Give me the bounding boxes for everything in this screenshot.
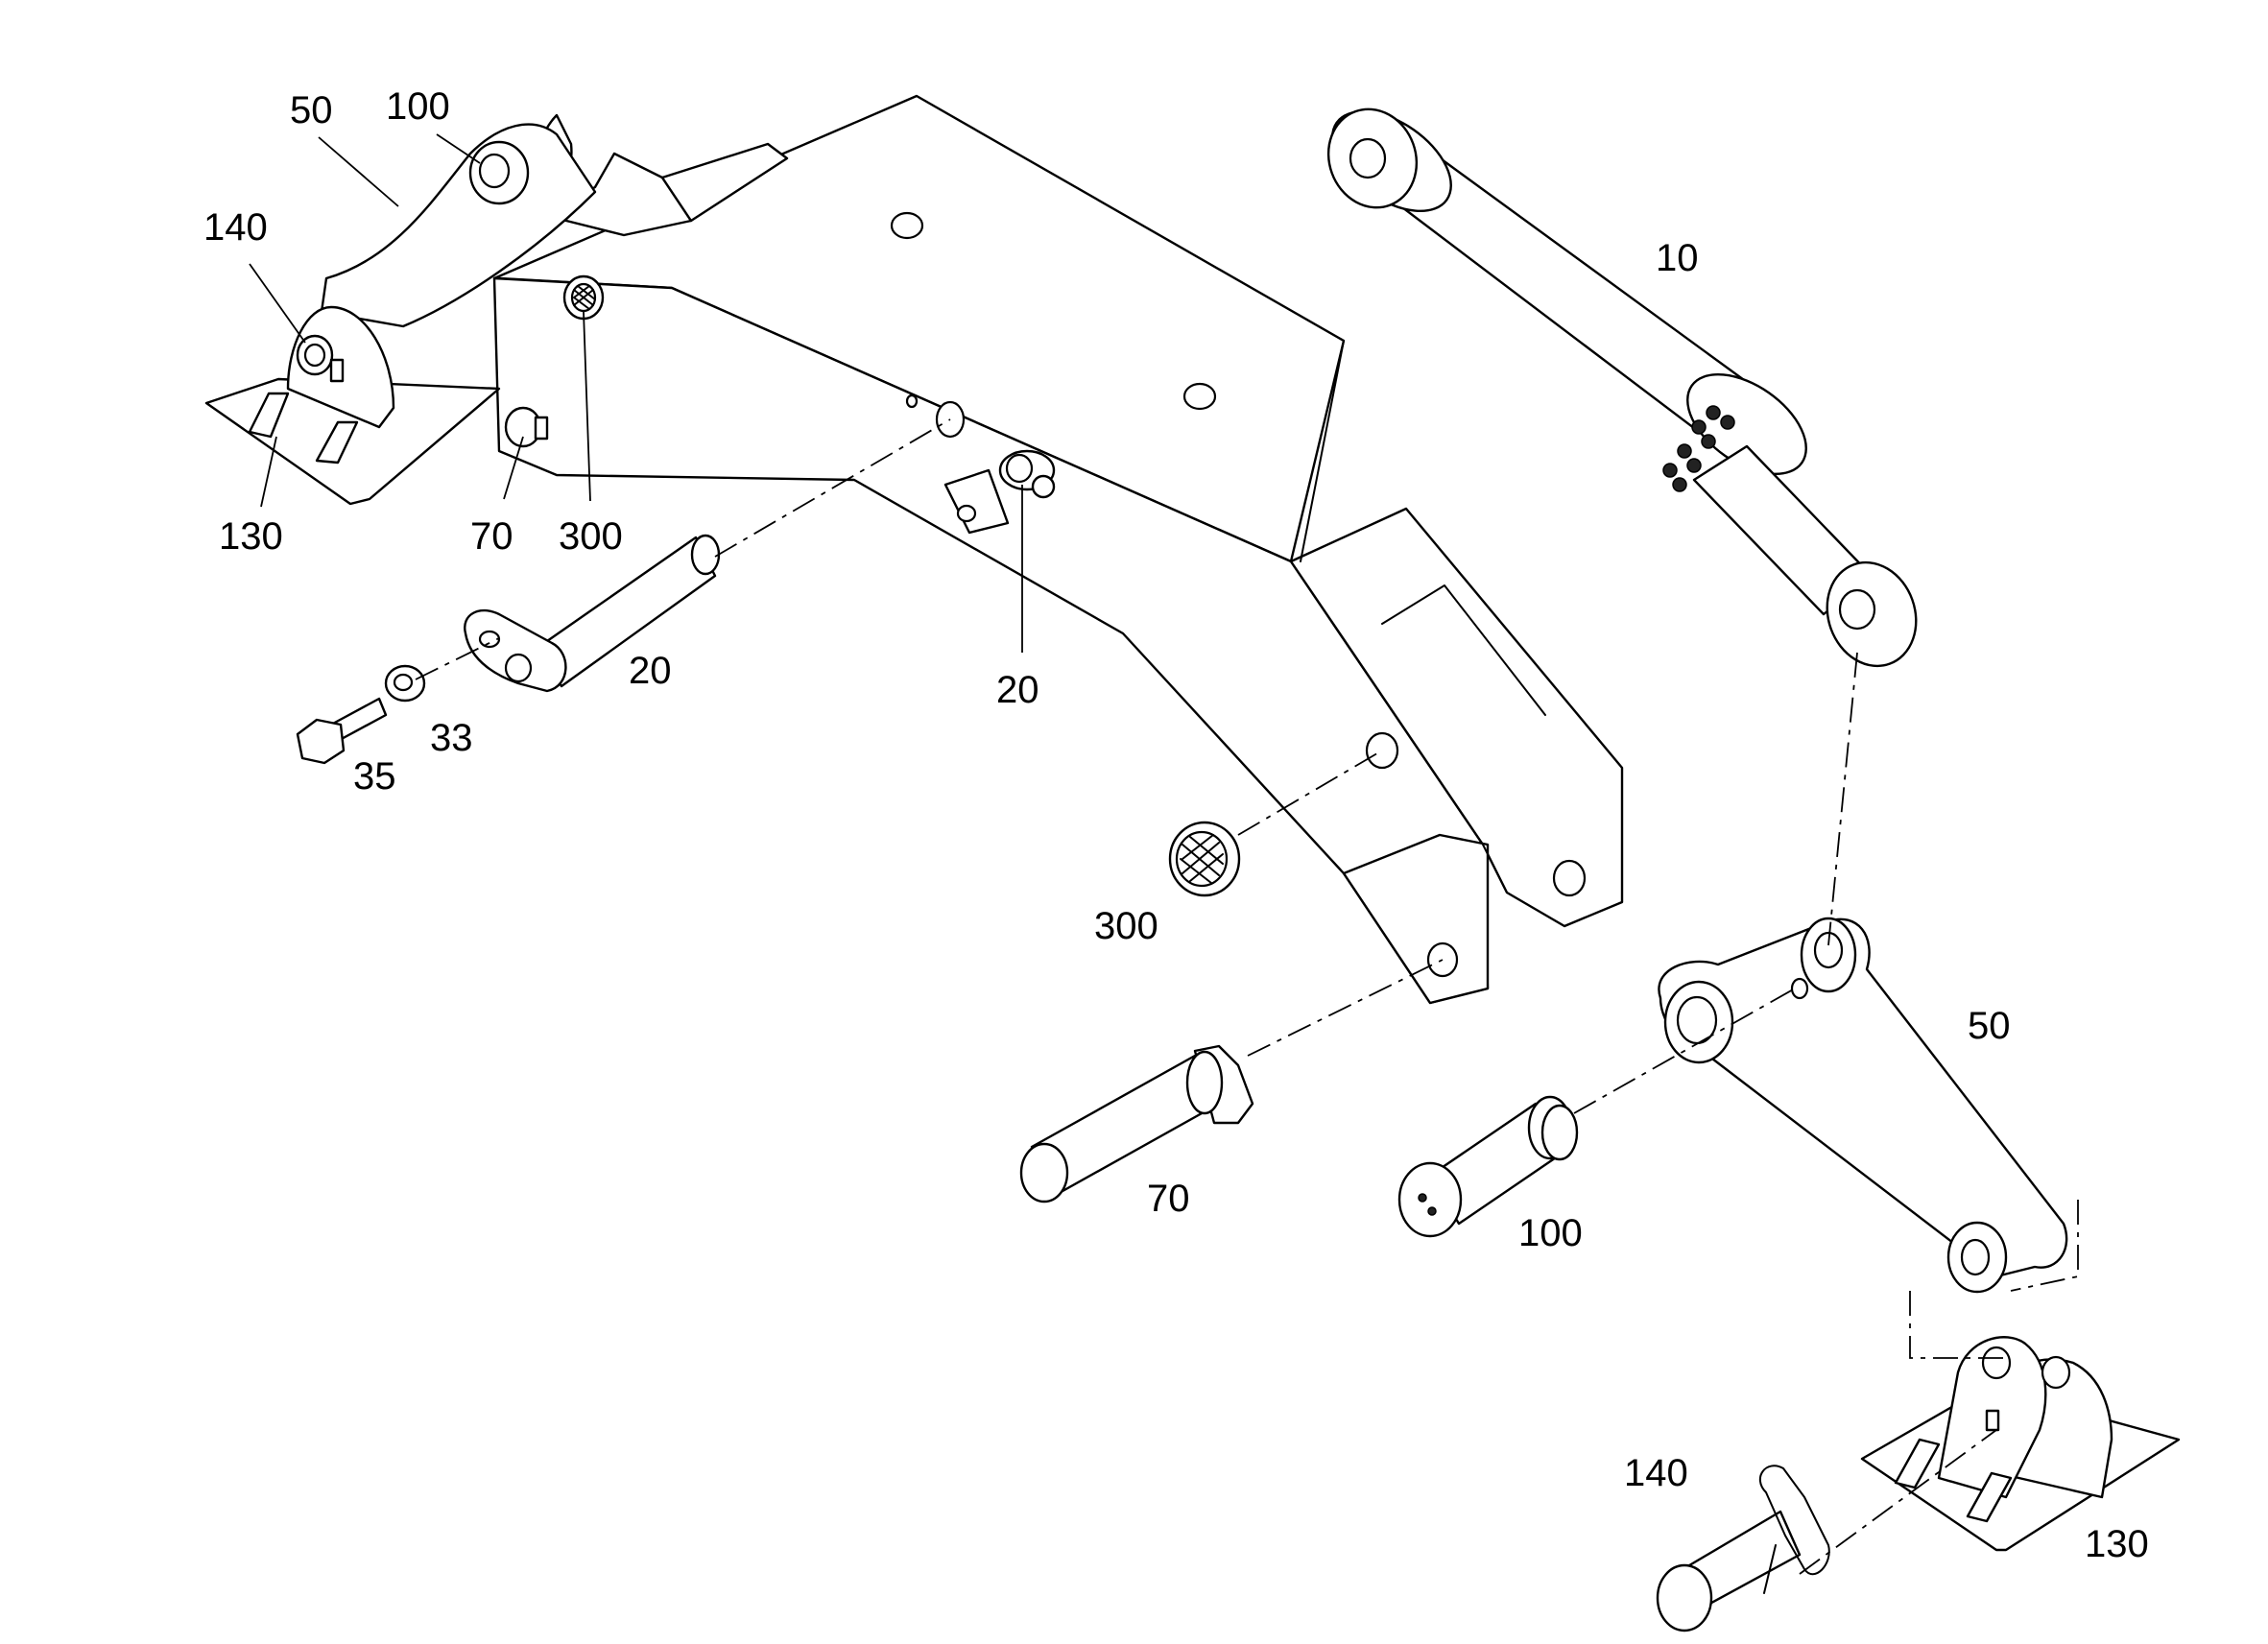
label-140-left: 140: [203, 206, 268, 249]
link-50-right: [1658, 917, 2068, 1294]
link-50-top: [320, 113, 597, 328]
label-100-top: 100: [386, 85, 450, 128]
pin-100-bottom: [1397, 1095, 1579, 1238]
label-300-top: 300: [559, 515, 623, 558]
bolt-35: [296, 697, 388, 765]
leader-lines: [249, 133, 1023, 653]
label-300-bottom: 300: [1094, 905, 1158, 947]
label-100-bottom: 100: [1518, 1212, 1583, 1254]
bracket-130-left: [204, 305, 501, 506]
pin-20-left: [464, 534, 721, 693]
cylinder-10: [1326, 107, 1918, 668]
plug-300-bottom: [1168, 821, 1241, 897]
label-50-right: 50: [1968, 1005, 2011, 1047]
label-140-right: 140: [1624, 1452, 1688, 1494]
part-labels: 50 100 140 130 70 300 10 20 20 33 35 300…: [203, 85, 2149, 1565]
label-20-left: 20: [629, 650, 672, 692]
label-33: 33: [430, 717, 473, 759]
label-10: 10: [1656, 237, 1699, 279]
label-50-top: 50: [290, 89, 333, 131]
pin-70-head-top: [504, 406, 549, 448]
pin-140-right: [1656, 1465, 1830, 1632]
label-70-bottom: 70: [1147, 1178, 1190, 1220]
center-lines: [415, 418, 2079, 1575]
label-70-top: 70: [470, 515, 513, 558]
washer-33: [384, 664, 426, 703]
label-20-center: 20: [996, 669, 1039, 711]
boom-arm: [492, 94, 1624, 1005]
pin-70-bottom: [1019, 1044, 1254, 1203]
label-130-left: 130: [219, 515, 283, 558]
label-35: 35: [353, 755, 396, 798]
label-130-right: 130: [2085, 1523, 2149, 1565]
bracket-130-right: [1860, 1336, 2181, 1552]
